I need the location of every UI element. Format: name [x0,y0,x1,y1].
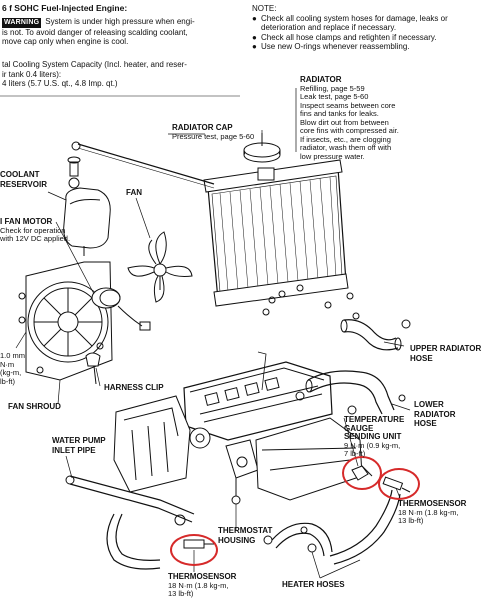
coolant-reservoir-label: COOLANT RESERVOIR [0,170,47,189]
thermostat-housing-label: THERMOSTAT HOUSING [218,526,273,545]
radiator-cap-label: RADIATOR CAP Pressure test, page 5-60 [172,123,255,141]
bullet-icon: ● [252,42,257,51]
note-item: ●Use new O-rings whenever reassembling. [252,42,410,51]
thermosensor-right-label: THERMOSENSOR 18 N·m (1.8 kg-m, 13 lb-ft) [398,499,467,525]
fan-shroud-drawing [18,261,113,381]
capacity-block: tal Cooling System Capacity (Incl. heate… [2,60,187,89]
warning-line-1: System is under high pressure when engi- [45,17,195,26]
upper-radiator-hose-label: UPPER RADIATOR HOSE [410,344,482,363]
temp-gauge-label: TEMPERATURE GAUGE SENDING UNIT 9 N·m (0.… [344,415,405,458]
radiator-cap-drawing [243,133,281,163]
highlight-circle-temp-sender [342,456,382,490]
engine-drawing [113,351,363,505]
radiator-drawing [203,159,354,316]
radiator-label: RADIATOR Refilling, page 5-59 Leak test,… [300,75,399,161]
water-pump-inlet-label: WATER PUMP INLET PIPE [52,436,106,455]
coolant-reservoir-drawing [63,156,111,256]
capacity-line-3: 4 liters (5.7 U.S. qt., 4.8 Imp. qt.) [2,79,118,88]
warning-line-3: move cap only when engine is cool. [2,37,129,46]
fan-shroud-label: FAN SHROUD [8,402,61,411]
capacity-line-1: tal Cooling System Capacity (Incl. heate… [2,60,187,69]
left-torque-label: 1.0 mm N·m (kg-m, lb-ft) [0,351,26,386]
heater-hoses-drawing [263,489,401,565]
note-title: NOTE: [252,4,277,13]
fan-motor-label: I FAN MOTOR Check for operation with 12V… [0,217,71,243]
bullet-icon: ● [252,13,257,23]
harness-clip-drawing [85,352,101,385]
bullet-icon: ● [252,32,257,42]
upper-radiator-hose-drawing [340,312,411,351]
highlight-circle-thermosensor-bottom [170,534,218,566]
note-item-continued: deterioration and replace if necessary. [261,23,397,32]
harness-clip-label: HARNESS CLIP [104,383,164,392]
overflow-tube [77,143,215,185]
warning-line-2: is not. To avoid danger of releasing sca… [2,27,188,37]
note-block: NOTE: ●Check all cooling system hoses fo… [252,4,448,52]
fan-drawing [127,231,193,303]
engine-title: 6 f SOHC Fuel-Injected Engine: [2,3,128,13]
fan-label: FAN [126,188,142,197]
heater-hoses-label: HEATER HOSES [282,580,345,589]
capacity-line-2: ir tank 0.4 liters): [2,69,62,79]
water-pump-inlet-pipe-drawing [65,475,195,570]
highlight-circle-thermosensor-right [378,468,420,500]
note-item: ●Check all hose clamps and retighten if … [252,32,437,42]
warning-badge: WARNING [2,18,42,28]
note-item: ●Check all cooling system hoses for dama… [252,13,448,23]
thermosensor-bottom-label: THERMOSENSOR 18 N·m (1.8 kg-m, 13 lb-ft) [168,572,237,598]
fan-motor-drawing [91,287,151,331]
note-list: ●Check all cooling system hoses for dama… [252,14,448,52]
lower-radiator-hose-drawing [305,370,406,415]
lower-radiator-hose-label: LOWER RADIATOR HOSE [414,400,456,428]
